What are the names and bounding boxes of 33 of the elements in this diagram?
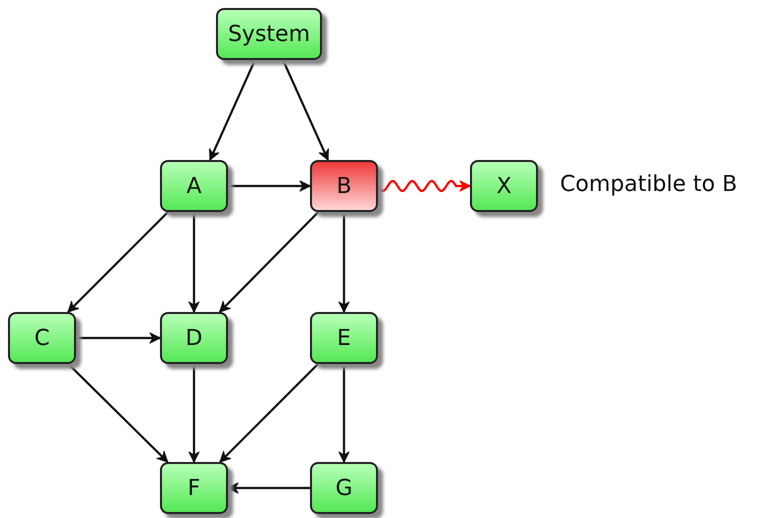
node-box (470, 160, 538, 212)
node-label: G (335, 476, 353, 500)
node-box (160, 462, 228, 514)
node-box (310, 462, 378, 514)
arrow (338, 364, 350, 462)
node-box (310, 160, 378, 212)
arrow (219, 363, 319, 463)
node-label: D (186, 326, 202, 350)
node-label: A (186, 174, 202, 198)
node-box (216, 8, 322, 60)
arrow (228, 482, 310, 494)
arrow (76, 332, 160, 344)
node-label: X (496, 174, 512, 198)
arrow (209, 60, 256, 160)
node-box (160, 160, 228, 212)
node-box (8, 312, 76, 364)
node-label: B (336, 174, 352, 198)
arrow (67, 211, 169, 313)
arrow (338, 212, 350, 312)
arrow (282, 60, 329, 160)
node-label: C (34, 326, 50, 350)
arrow (68, 363, 168, 463)
wavy-arrow (377, 180, 470, 192)
node-box (310, 312, 378, 364)
arrow (188, 364, 200, 462)
node-label: E (337, 326, 351, 350)
node-caption: Compatible to B (560, 172, 738, 197)
arrow (188, 212, 200, 312)
arrow (218, 211, 320, 313)
arrow (228, 180, 310, 192)
node-box (160, 312, 228, 364)
node-label: System (228, 22, 310, 46)
node-label: F (188, 476, 200, 500)
